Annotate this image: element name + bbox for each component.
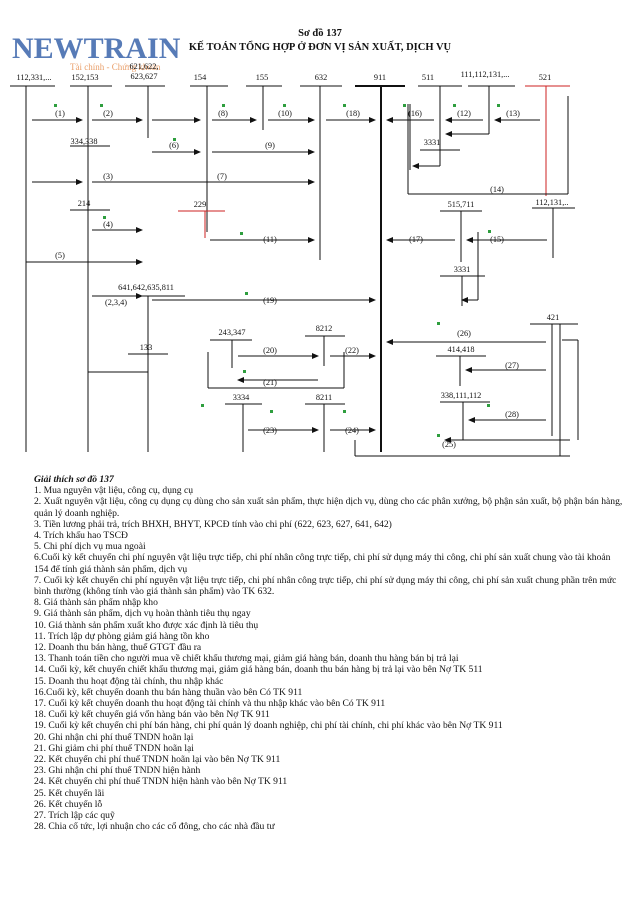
account-515-711: 515,711	[448, 200, 475, 209]
flow-20: (20)	[263, 346, 277, 355]
legend-item: 14. Cuối kỳ, kết chuyển chiết khấu thươn…	[34, 664, 483, 676]
account-3331-a: 3331	[424, 138, 441, 147]
legend-item: 3. Tiền lương phải trả, trích BHXH, BHYT…	[34, 518, 392, 530]
account-155: 155	[256, 73, 268, 82]
legend-item: 10. Giá thành sản phẩm xuất kho được xác…	[34, 619, 259, 631]
legend-item: 8. Giá thành sản phẩm nhập kho	[34, 597, 158, 609]
legend-item: 15. Doanh thu hoạt động tài chính, thu n…	[34, 675, 224, 687]
account-229: 229	[194, 200, 206, 209]
flow-15: (15)	[490, 235, 504, 244]
flow-16: (16)	[408, 109, 422, 118]
legend-item: 12. Doanh thu bán hàng, thuế GTGT đầu ra	[34, 642, 202, 654]
legend-item: 19. Cuối kỳ kết chuyển chi phí bán hàng,…	[34, 720, 503, 732]
diagram-title: Sơ đồ 137	[298, 28, 342, 39]
legend-item: 13. Thanh toán tiền cho người mua về chi…	[34, 653, 459, 665]
flow-7: (7)	[217, 172, 227, 181]
legend-item: 18. Cuối kỳ kết chuyển giá vốn hàng bán …	[34, 709, 270, 721]
account-338-111-112: 338,111,112	[441, 391, 482, 400]
flow-4: (4)	[103, 220, 113, 229]
flow-11a: (11)	[263, 235, 277, 244]
account-521: 521	[539, 73, 551, 82]
flow-6: (6)	[169, 141, 179, 150]
diagram-subtitle: KẾ TOÁN TỔNG HỢP Ở ĐƠN VỊ SẢN XUẤT, DỊCH…	[188, 42, 452, 53]
flow-17: (17)	[409, 235, 423, 244]
legend-item: 4. Trích khấu hao TSCĐ	[34, 530, 128, 542]
flow-3: (3)	[103, 172, 113, 181]
flow-9: (9)	[265, 141, 275, 150]
flow-5: (5)	[55, 251, 65, 260]
account-133: 133	[140, 343, 152, 352]
account-911: 911	[374, 73, 386, 82]
legend-item: 25. Kết chuyển lãi	[34, 787, 105, 799]
account-641-642-635-811: 641,642,635,811	[118, 283, 174, 292]
flow-23: (23)	[263, 426, 277, 435]
legend: Giải thích sơ đồ 137 1. Mua nguyên vật l…	[34, 474, 624, 833]
flow-1: (1)	[55, 109, 65, 118]
newtrain-logo: NEWTRAIN Tài chính - Chứng khoán	[12, 32, 181, 72]
flow-14: (14)	[490, 185, 504, 194]
flow-18: (18)	[346, 109, 360, 118]
flow-22: (22)	[345, 346, 359, 355]
legend-item: 21. Ghi giảm chi phí thuế TNDN hoãn lại	[34, 742, 194, 754]
account-623-627: 623,627	[131, 72, 158, 81]
legend-item: 28. Chia cổ tức, lợi nhuận cho các cổ đô…	[34, 821, 275, 833]
legend-list: 1. Mua nguyên vật liệu, công cụ, dụng cụ…	[34, 485, 624, 832]
flow-10: (10)	[278, 109, 292, 118]
account-421: 421	[547, 313, 559, 322]
flow-25: (25)	[442, 440, 456, 449]
flow-21: (21)	[263, 378, 277, 387]
flow-19: (19)	[263, 296, 277, 305]
account-511: 511	[422, 73, 434, 82]
flow-2-3-4: (2,3,4)	[105, 298, 127, 307]
account-243-347: 243,347	[219, 328, 246, 337]
account-214: 214	[78, 199, 91, 208]
legend-item: 22. Kết chuyển chi phí thuế TNDN hoãn lạ…	[34, 754, 281, 766]
legend-title: Giải thích sơ đồ 137	[34, 474, 114, 485]
flow-8: (8)	[218, 109, 228, 118]
account-3334: 3334	[233, 393, 250, 402]
legend-item: 16.Cuối kỳ, kết chuyển doanh thu bán hàn…	[34, 686, 303, 698]
account-3331-b: 3331	[454, 265, 471, 274]
flow-27: (27)	[505, 361, 519, 370]
legend-item: 17. Cuối kỳ kết chuyển doanh thu hoạt độ…	[34, 698, 386, 710]
flow-26: (26)	[457, 329, 471, 338]
flow-24: (24)	[345, 426, 359, 435]
account-112-331: 112,331,...	[17, 73, 52, 82]
account-632: 632	[315, 73, 327, 82]
account-111-112-131: 111,112,131,...	[461, 70, 510, 79]
flow-12: (12)	[457, 109, 471, 118]
legend-item: 11. Trích lập dự phòng giảm giá hàng tồn…	[34, 630, 210, 642]
logo-brand: NEWTRAIN	[12, 32, 181, 65]
legend-item: 1. Mua nguyên vật liệu, công cụ, dụng cụ	[34, 485, 194, 497]
legend-item: 27. Trích lập các quỹ	[34, 810, 115, 822]
account-8212: 8212	[316, 324, 333, 333]
legend-item: 7. Cuối kỳ kết chuyển chi phí nguyên vật…	[34, 574, 617, 598]
legend-item: 2. Xuất nguyên vật liệu, công cụ dụng cụ…	[34, 496, 623, 519]
logo-tagline: Tài chính - Chứng khoán	[70, 62, 161, 72]
legend-item: 23. Ghi nhận chi phí thuế TNDN hiện hành	[34, 765, 201, 777]
account-112-131-b: 112,131,..	[536, 198, 569, 207]
flow-13: (13)	[506, 109, 520, 118]
account-8211: 8211	[316, 393, 332, 402]
flow-2: (2)	[103, 109, 113, 118]
account-flow-diagram: 112,331,... 152,153 621,622, 623,627 154…	[10, 62, 579, 457]
legend-item: 9. Giá thành sản phẩm, dịch vụ hoàn thàn…	[34, 608, 251, 620]
legend-item: 26. Kết chuyển lỗ	[34, 798, 103, 810]
account-621-622: 621,622,	[129, 62, 158, 71]
flow-28: (28)	[505, 410, 519, 419]
legend-item: 5. Chi phí dịch vụ mua ngoài	[34, 541, 146, 553]
legend-item: 20. Ghi nhận chi phí thuế TNDN hoãn lại	[34, 731, 194, 743]
account-154: 154	[194, 73, 207, 82]
account-334-338: 334,338	[71, 137, 98, 146]
account-152-153: 152,153	[72, 73, 99, 82]
account-414-418: 414,418	[448, 345, 475, 354]
legend-item: 24. Kết chuyển chi phí thuế TNDN hiện hà…	[34, 776, 288, 788]
legend-item: 6.Cuối kỳ kết chuyển chi phí nguyên vật …	[34, 552, 611, 575]
